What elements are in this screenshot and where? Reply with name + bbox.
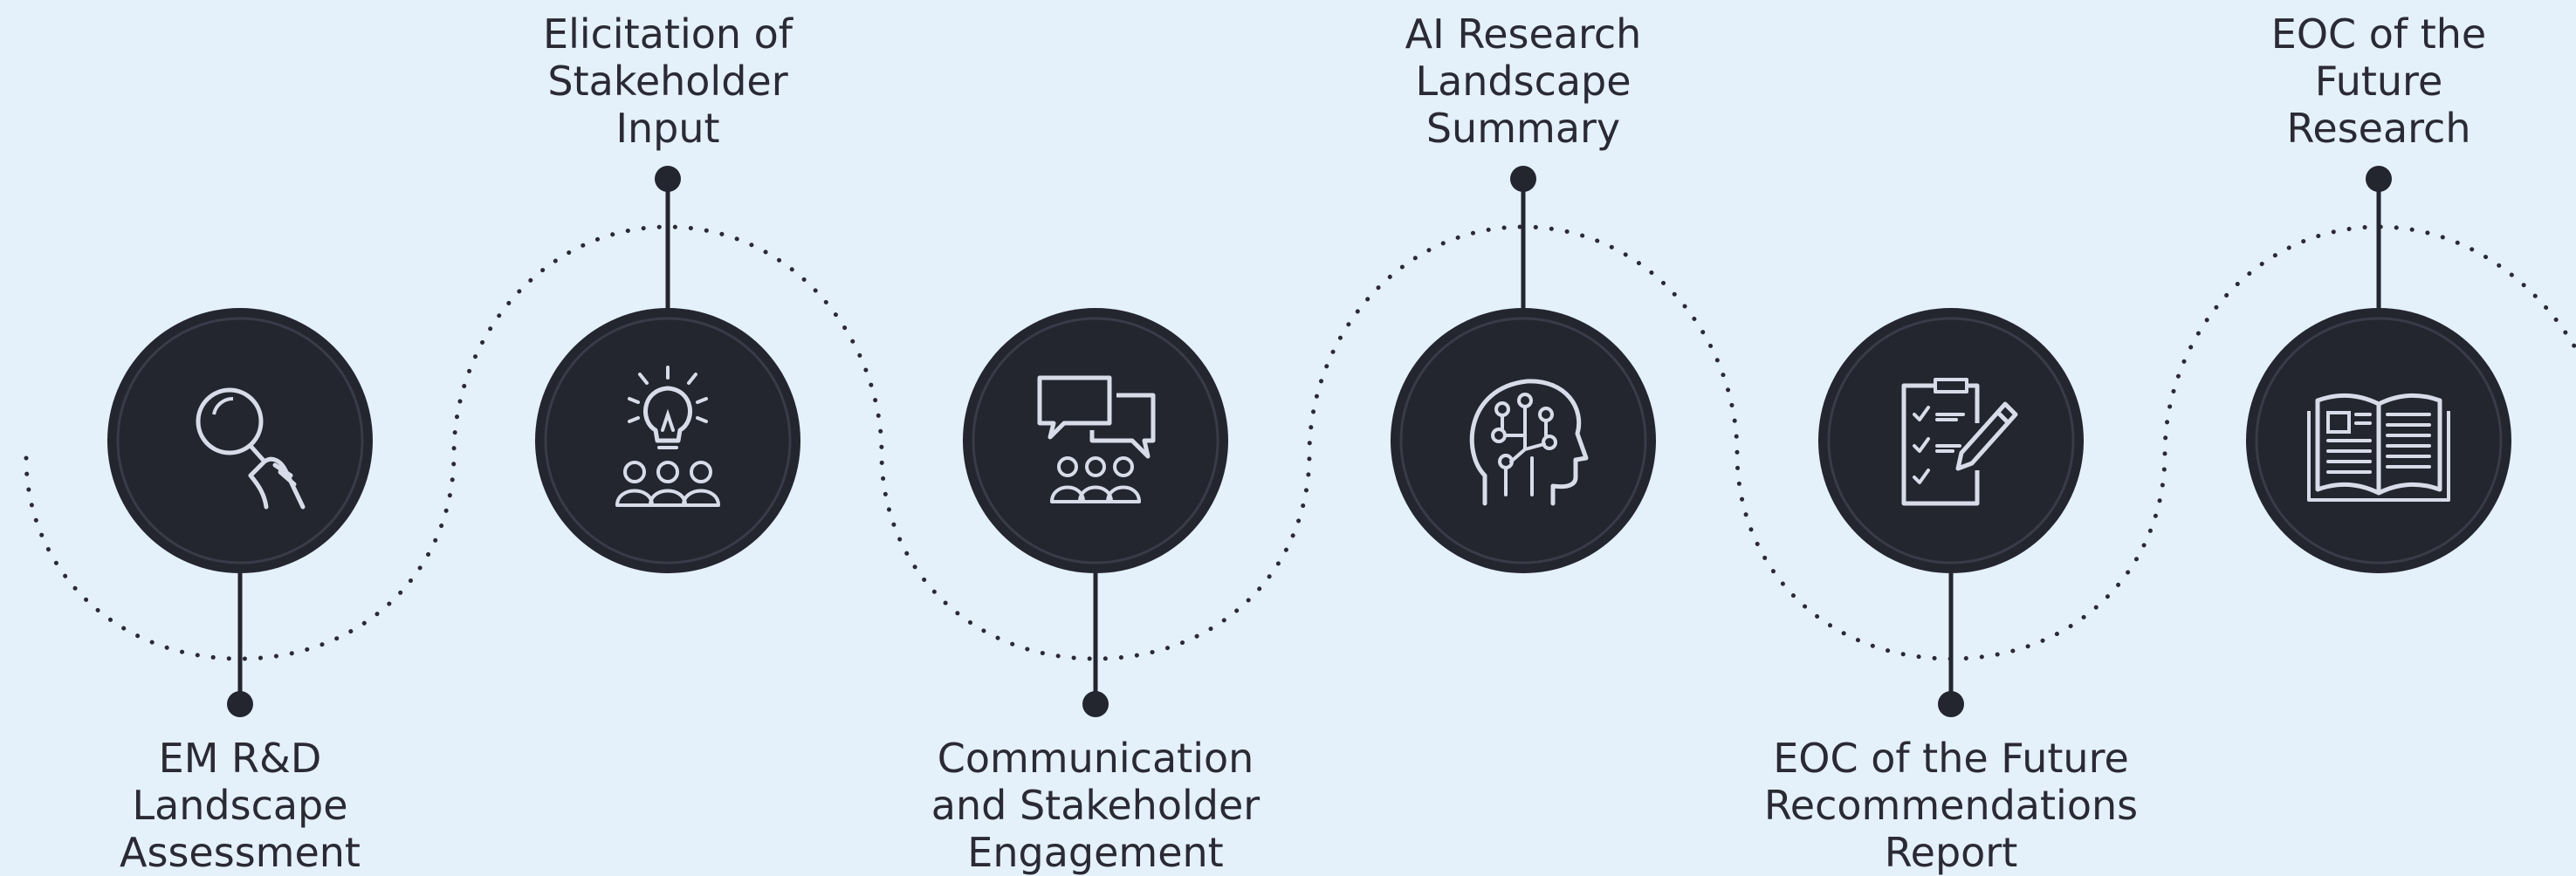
connector-dot: [1510, 166, 1536, 192]
step-label-2: Elicitation of Stakeholder Input: [543, 10, 793, 152]
clipboard-checklist-pencil-icon: [1901, 378, 2018, 506]
step-circle-inner-ring: [972, 317, 1219, 565]
step-label-3: Communication and Stakeholder Engagement: [931, 735, 1261, 876]
lightbulb-people-icon: [615, 366, 720, 507]
step-node-3: [963, 308, 1228, 717]
step-label-4: AI Research Landscape Summary: [1405, 10, 1642, 152]
speech-bubbles-people-icon: [1037, 375, 1156, 503]
step-circle-inner-ring: [544, 317, 792, 565]
step-circle: [107, 308, 373, 573]
step-circle-inner-ring: [2255, 317, 2503, 565]
step-node-4: [1391, 166, 1656, 573]
ai-head-circuit-icon: [1469, 379, 1589, 506]
step-circle: [1818, 308, 2084, 573]
connector-dot: [2366, 166, 2392, 192]
step-node-6: [2246, 166, 2511, 573]
step-node-1: [107, 308, 373, 717]
step-node-5: [1818, 308, 2084, 717]
magnifier-hand-icon: [196, 387, 306, 510]
step-circle-inner-ring: [116, 317, 364, 565]
step-circle-inner-ring: [1827, 317, 2075, 565]
step-node-2: [535, 166, 800, 573]
step-circle-inner-ring: [1399, 317, 1647, 565]
connector-dot: [655, 166, 681, 192]
connector-dot: [1082, 691, 1109, 717]
open-book-icon: [2307, 393, 2450, 502]
connector-dot: [1938, 691, 1964, 717]
step-label-1: EM R&D Landscape Assessment: [120, 735, 361, 876]
connector-dot: [227, 691, 253, 717]
step-label-6: EOC of the Future Research: [2270, 10, 2487, 152]
step-label-5: EOC of the Future Recommendations Report: [1763, 735, 2139, 876]
